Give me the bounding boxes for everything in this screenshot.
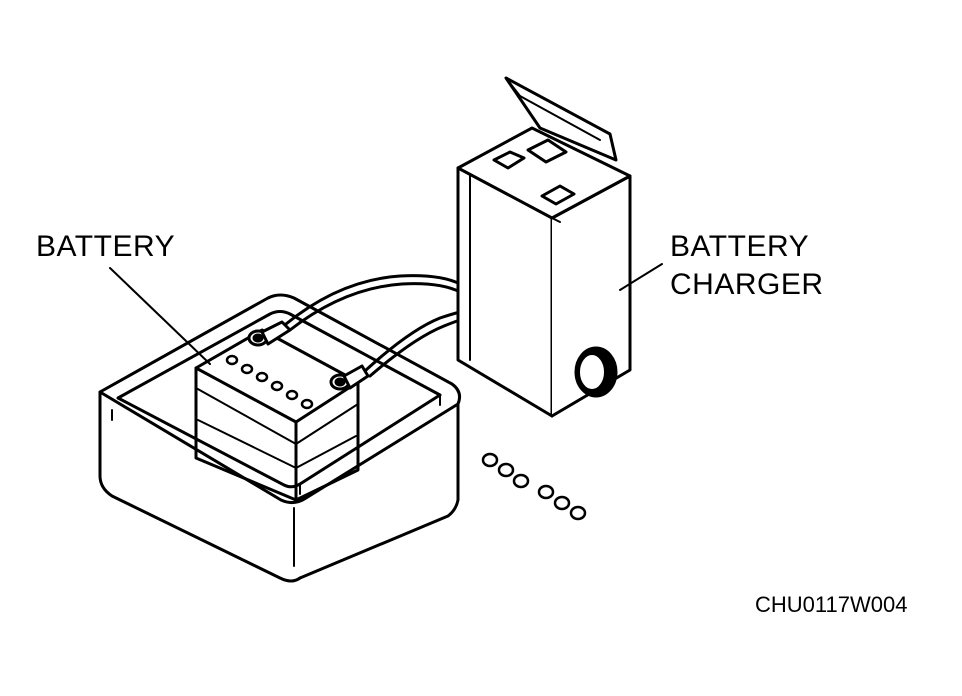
figure-code: CHU0117W004 (755, 592, 908, 617)
charger-knob (574, 346, 618, 398)
negative-terminal-clamp (247, 320, 292, 347)
charger-cables (284, 274, 462, 378)
removed-filler-caps (481, 452, 587, 521)
battery-leader-line (109, 267, 211, 365)
battery-charger-label-line1: BATTERY (670, 230, 810, 263)
positive-terminal-clamp (329, 364, 370, 391)
battery-body (194, 320, 370, 502)
battery-label: BATTERY (36, 230, 176, 263)
battery-filler-caps (225, 354, 314, 410)
battery-charger-label-line2: CHARGER (670, 268, 824, 301)
battery-tray (98, 293, 461, 583)
battery-charger (456, 76, 632, 418)
charger-leader-line (619, 263, 663, 291)
battery-charger-label: BATTERY CHARGER (670, 228, 824, 304)
